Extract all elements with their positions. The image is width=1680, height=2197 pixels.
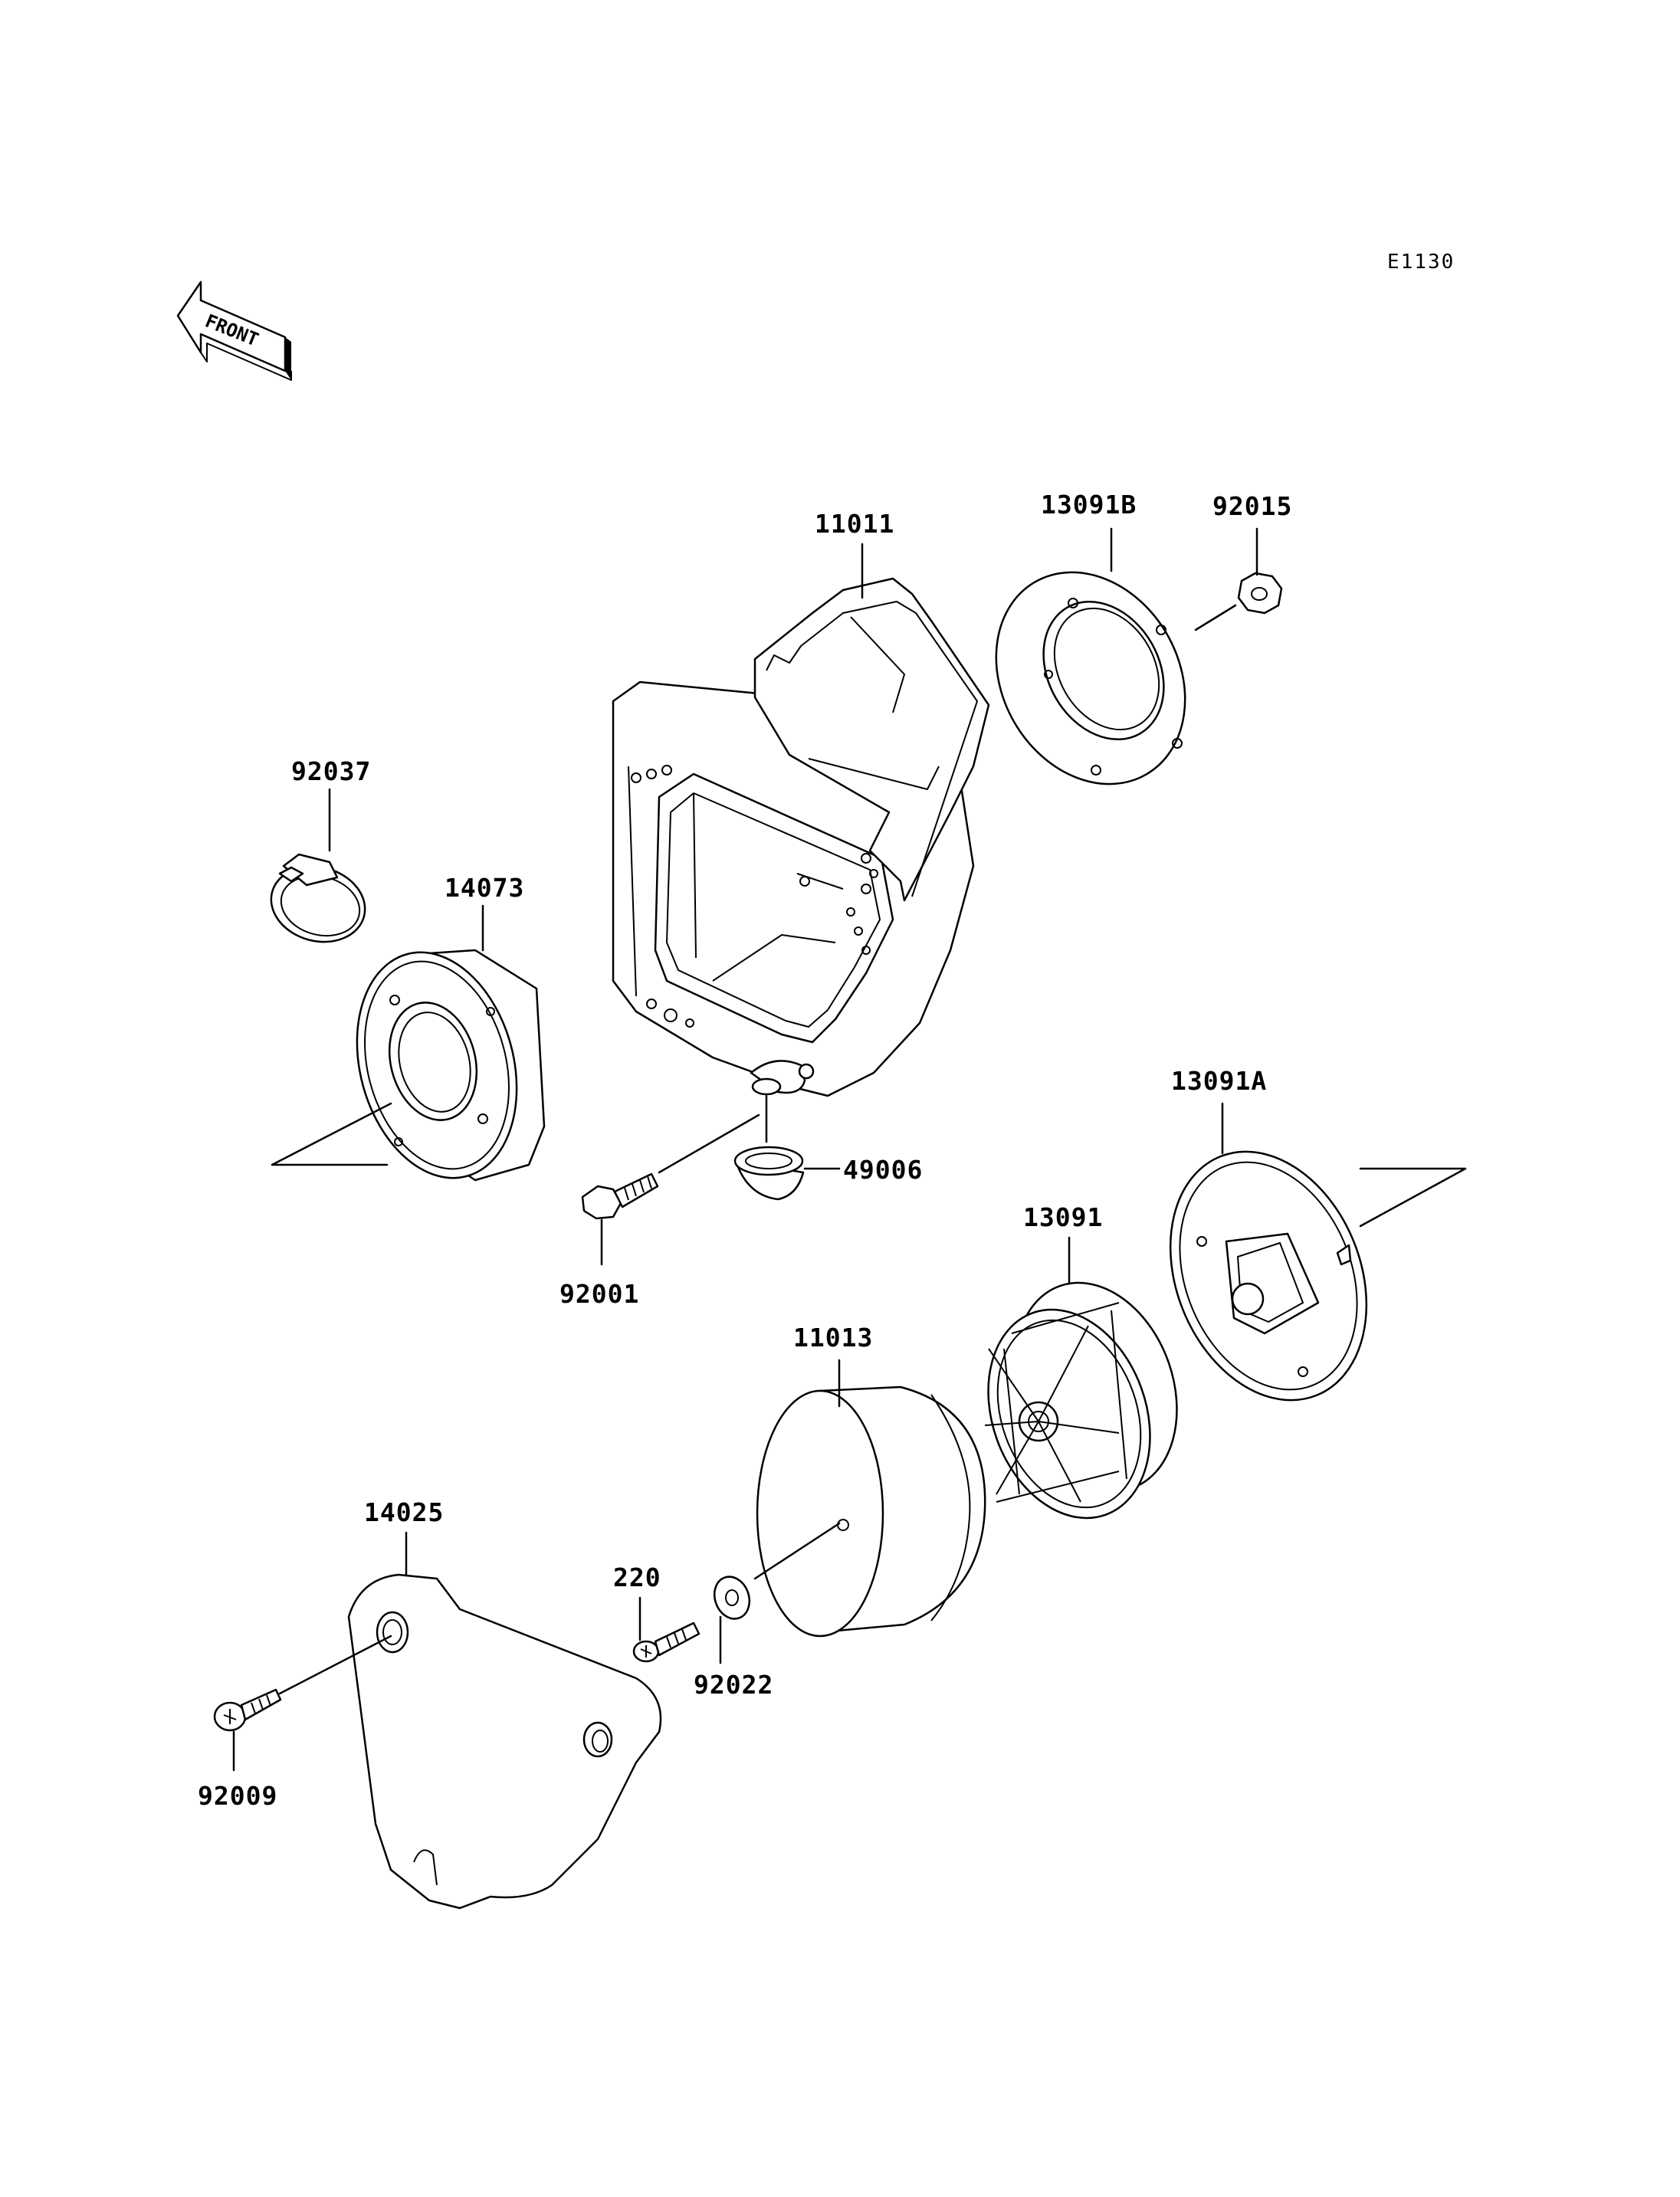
filter-element-11013 [756, 1385, 986, 1638]
leader-92001-pointer [658, 1113, 760, 1174]
duct-14073 [356, 949, 546, 1182]
leader-14073-pointer [271, 1102, 392, 1166]
label-220: 220 [613, 1562, 661, 1592]
label-92001: 92001 [559, 1279, 639, 1309]
label-92037: 92037 [291, 756, 371, 786]
label-11013: 11013 [793, 1323, 873, 1353]
label-14073: 14073 [445, 873, 524, 903]
label-49006: 49006 [843, 1155, 923, 1185]
leader-13091a-pointer [1359, 1167, 1467, 1228]
label-11011: 11011 [815, 509, 894, 539]
gasket-13091a [1169, 1150, 1368, 1402]
nut-92015 [1237, 572, 1283, 615]
clamp-92037 [270, 853, 366, 943]
label-13091: 13091 [1023, 1202, 1103, 1232]
bolt-92009 [213, 1688, 282, 1732]
leader-92015 [1194, 527, 1258, 631]
label-92022: 92022 [694, 1670, 773, 1700]
cover-14025 [347, 1573, 662, 1910]
leader-92009-pointer [278, 1635, 392, 1695]
washer-92022 [713, 1576, 751, 1620]
screw-220 [632, 1622, 701, 1663]
bolt-92001 [581, 1172, 659, 1220]
gasket-13091b [995, 571, 1186, 785]
leader-49006 [765, 1094, 841, 1170]
leader-11013-pointer [753, 1522, 841, 1580]
front-arrow-icon: FRONT [176, 280, 292, 381]
filter-holder-13091 [984, 1281, 1178, 1520]
label-92015: 92015 [1212, 491, 1292, 521]
air-box-11011 [612, 577, 990, 1097]
diagram-code: E1130 [1387, 251, 1455, 274]
label-13091b: 13091B [1041, 490, 1137, 520]
label-13091a: 13091A [1171, 1066, 1267, 1096]
label-14025: 14025 [364, 1497, 444, 1527]
drain-cap-49006 [733, 1146, 805, 1201]
label-92009: 92009 [198, 1781, 277, 1811]
